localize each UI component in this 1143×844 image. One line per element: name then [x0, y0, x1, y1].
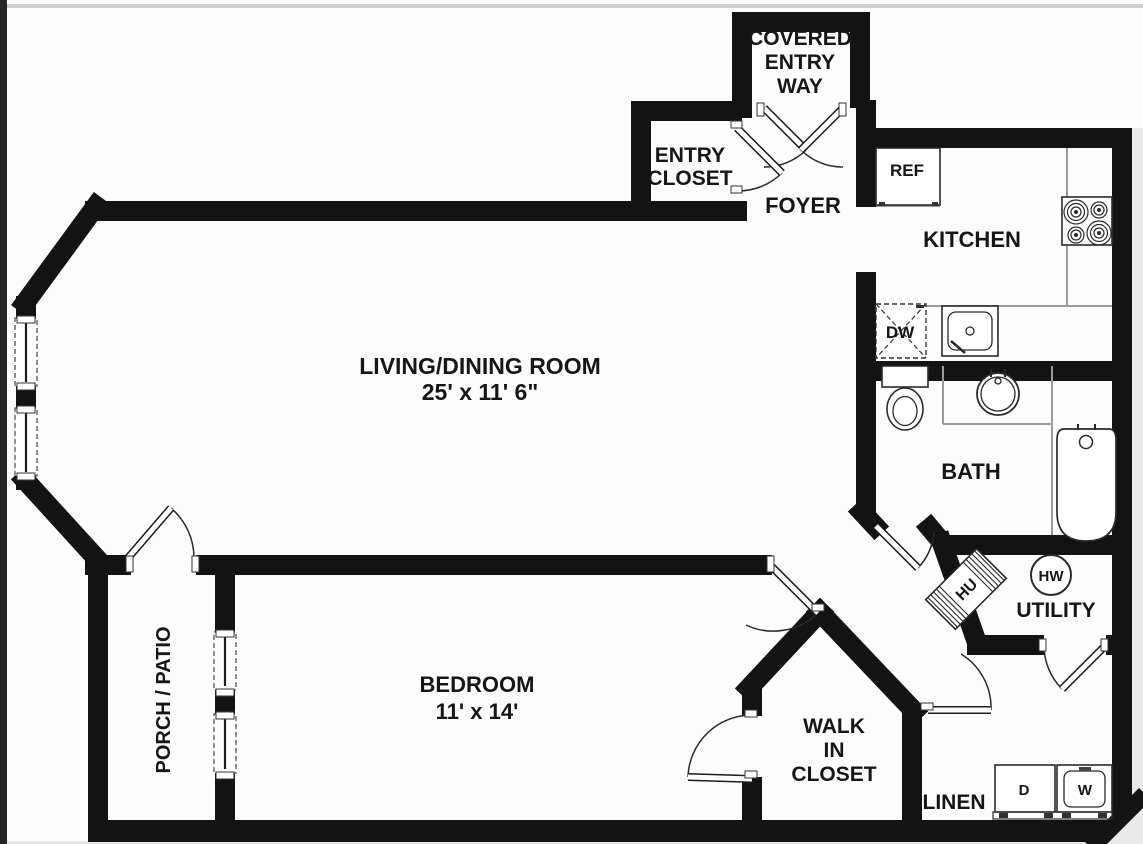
covered-entry-label: COVERED ENTRY WAY — [748, 27, 852, 98]
linen-label: LINEN — [923, 791, 986, 814]
left-edge-strip — [0, 0, 7, 844]
utility-fixtures: HW HU — [924, 547, 1072, 631]
dryer: D — [994, 764, 1056, 813]
stove — [1061, 196, 1113, 246]
svg-text:ENTRY: ENTRY — [655, 144, 725, 167]
bath-sink — [976, 369, 1020, 416]
entry-closet-label: ENTRY CLOSET — [647, 144, 732, 190]
laundry-fixtures: D W — [992, 764, 1113, 820]
svg-text:LIVING/DINING ROOM: LIVING/DINING ROOM — [359, 353, 601, 379]
porch-door — [124, 505, 200, 573]
dryer-label: D — [1019, 782, 1030, 799]
water-heater: HW — [1030, 554, 1072, 596]
svg-text:CLOSET: CLOSET — [791, 763, 876, 786]
utility-label: UTILITY — [1016, 599, 1095, 622]
svg-text:25' x 11' 6": 25' x 11' 6" — [422, 379, 539, 405]
burner-top-right — [1090, 201, 1108, 219]
svg-text:IN: IN — [824, 739, 845, 762]
bathtub — [1056, 424, 1117, 542]
bay-window-1 — [14, 315, 38, 391]
burner-bottom-left — [1067, 226, 1085, 244]
svg-text:BEDROOM: BEDROOM — [420, 672, 535, 697]
wall-wic-nw-diagonal — [734, 597, 835, 703]
refrigerator-label: REF — [890, 161, 924, 180]
porch-patio-label: PORCH / PATIO — [153, 626, 175, 773]
bath-door — [873, 523, 935, 571]
corner-bevel-wall — [1084, 787, 1143, 844]
svg-text:ENTRY: ENTRY — [765, 51, 835, 74]
svg-text:COVERED: COVERED — [748, 27, 852, 50]
svg-text:WALK: WALK — [803, 715, 865, 738]
washer: W — [1056, 764, 1113, 813]
windows — [14, 315, 237, 780]
right-margin — [1132, 128, 1143, 844]
burner-bottom-right — [1086, 220, 1112, 246]
room-labels: COVERED ENTRY WAY ENTRY CLOSET FOYER KIT… — [153, 27, 1096, 814]
walls — [10, 12, 1132, 842]
dishwasher-label: DW — [886, 323, 915, 342]
heating-unit: HU — [924, 547, 1008, 631]
bath-fixtures — [881, 365, 1117, 542]
bedroom-window-1 — [213, 629, 237, 697]
linen-door — [920, 653, 992, 714]
washer-label: W — [1078, 782, 1093, 799]
svg-text:11' x 14': 11' x 14' — [436, 699, 519, 724]
top-edge-line — [7, 4, 1143, 8]
kitchen-fixtures: REF — [875, 147, 1113, 359]
walk-in-closet-label: WALK IN CLOSET — [791, 715, 876, 786]
wall-bay-top-diagonal — [11, 192, 110, 317]
svg-text:WAY: WAY — [777, 75, 823, 98]
walk-in-closet-door — [687, 709, 758, 783]
kitchen-sink — [941, 305, 999, 357]
foyer-label: FOYER — [765, 193, 841, 218]
bedroom-label: BEDROOM 11' x 14' — [420, 672, 535, 724]
svg-text:CLOSET: CLOSET — [647, 167, 732, 190]
laundry-base — [992, 811, 1113, 820]
wall-bath-door-stub — [847, 497, 890, 541]
dishwasher: DW — [875, 303, 927, 359]
bottom-edge-line — [7, 841, 1143, 844]
kitchen-label: KITCHEN — [923, 227, 1021, 252]
doors — [124, 102, 1109, 783]
bath-label: BATH — [941, 459, 1000, 484]
water-heater-label: HW — [1039, 568, 1065, 585]
wall-wic-ne-diagonal — [805, 597, 929, 726]
bedroom-window-2 — [213, 711, 237, 780]
bay-window-2 — [14, 405, 38, 481]
bedroom-door — [745, 555, 825, 632]
entry-closet-door — [730, 120, 785, 194]
wall-bay-bottom-diagonal — [10, 465, 112, 574]
refrigerator: REF — [875, 147, 941, 206]
toilet — [881, 365, 929, 431]
utility-door — [1038, 638, 1109, 692]
covered-entry-door-right — [798, 102, 847, 168]
burner-top-left — [1063, 199, 1089, 225]
living-dining-label: LIVING/DINING ROOM 25' x 11' 6" — [359, 353, 601, 405]
covered-entry-door-left — [756, 102, 809, 168]
